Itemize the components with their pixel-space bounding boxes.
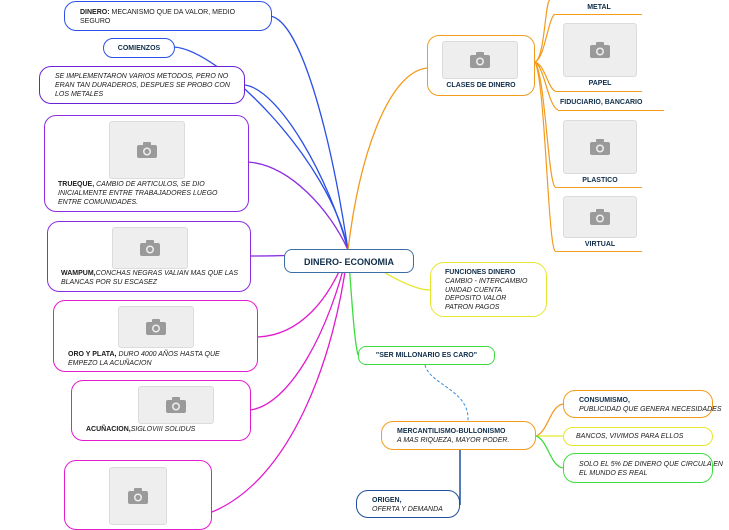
node-clases-title: CLASES DE DINERO	[446, 82, 516, 89]
central-topic[interactable]: DINERO- ECONOMIA	[284, 249, 414, 273]
node-metodos-text: SE IMPLEMENTARON VARIOS METODOS, PERO NO…	[55, 73, 230, 98]
clase-item-virtual[interactable]: VIRTUAL	[584, 241, 616, 248]
node-trueque-title: TRUEQUE,	[58, 181, 95, 188]
node-clases[interactable]: CLASES DE DINERO	[427, 35, 535, 96]
clase-item-fiduciario[interactable]: FIDUCIARIO, BANCARIO	[560, 99, 643, 106]
mind-map-canvas: DINERO- ECONOMIA DINERO: MECANISMO QUE D…	[39, 0, 723, 530]
node-mercantilismo[interactable]: MERCANTILISMO-BULLONISMO A MAS RIQUEZA, …	[381, 421, 536, 450]
node-wampum-title: WAMPUM,	[61, 270, 96, 277]
link-dinero	[269, 15, 349, 251]
funciones-line-2: UNIDAD CUENTA	[445, 287, 503, 294]
node-trueque[interactable]: TRUEQUE, CAMBIO DE ARTICULOS, SE DIO INI…	[44, 115, 249, 212]
camera-icon	[590, 209, 610, 225]
link-last	[211, 249, 349, 513]
central-topic-label: DINERO- ECONOMIA	[304, 257, 394, 267]
node-origen-text: OFERTA Y DEMANDA	[372, 506, 443, 513]
camera-icon	[470, 52, 490, 68]
camera-icon	[590, 42, 610, 58]
node-wampum[interactable]: WAMPUM,CONCHAS NEGRAS VALIAN MAS QUE LAS…	[47, 221, 251, 292]
node-funciones[interactable]: FUNCIONES DINERO CAMBIO - INTERCAMBIO UN…	[430, 262, 547, 317]
camera-icon	[128, 488, 148, 504]
node-oro-plata[interactable]: ORO Y PLATA, DURO 4000 AÑOS HASTA QUE EM…	[53, 300, 258, 372]
link-clases	[347, 67, 428, 251]
funciones-line-4: PATRON PAGOS	[445, 304, 500, 311]
node-wampum-image	[112, 227, 188, 269]
node-consumismo-title: CONSUMISMO,	[579, 397, 630, 404]
clase-item-plastico[interactable]: PLASTICO	[582, 177, 618, 184]
node-acunacion-image	[138, 386, 214, 424]
node-wampum-text: CONCHAS NEGRAS VALIAN MAS QUE LAS BLANCA…	[61, 270, 238, 286]
link-dashed	[424, 364, 469, 422]
clase-item-papel[interactable]: PAPEL	[588, 80, 612, 87]
node-metodos[interactable]: SE IMPLEMENTARON VARIOS METODOS, PERO NO…	[39, 66, 245, 104]
node-trueque-text: CAMBIO DE ARTICULOS, SE DIO INICIALMENTE…	[58, 181, 218, 206]
node-solo-5[interactable]: SOLO EL 5% DE DINERO QUE CIRCULA EN EL M…	[563, 453, 723, 483]
camera-icon	[166, 397, 186, 413]
node-mercantilismo-text: A MAS RIQUEZA, MAYOR PODER.	[397, 437, 510, 444]
node-funciones-title: FUNCIONES DINERO	[445, 269, 516, 276]
node-bancos[interactable]: BANCOS, VIVIMOS PARA ELLOS	[563, 427, 713, 446]
node-bancos-text: BANCOS, VIVIMOS PARA ELLOS	[576, 433, 684, 440]
node-oro-image	[118, 306, 194, 348]
clase-plastico-image	[563, 120, 637, 174]
camera-icon	[140, 240, 160, 256]
camera-icon	[590, 139, 610, 155]
node-trueque-image	[109, 121, 185, 179]
node-acunacion-text: SIGLOVIII SOLIDUS	[130, 426, 196, 433]
node-oro-text: DURO 4000 AÑOS HASTA QUE EMPEZO LA ACUÑA…	[68, 351, 220, 367]
node-millonario-label: "SER MILLONARIO ES CARO"	[375, 352, 478, 359]
clase-item-metal[interactable]: METAL	[587, 4, 611, 11]
node-oro-title: ORO Y PLATA,	[68, 351, 117, 358]
node-origen-title: ORIGEN,	[372, 497, 402, 504]
node-mercantilismo-title: MERCANTILISMO-BULLONISMO	[397, 428, 506, 435]
node-consumismo[interactable]: CONSUMISMO, PUBLICIDAD QUE GENERA NECESI…	[563, 390, 722, 418]
node-origen[interactable]: ORIGEN, OFERTA Y DEMANDA	[356, 490, 460, 518]
node-acunacion-title: ACUÑACION,	[86, 426, 131, 433]
link-acunacion	[249, 249, 349, 411]
node-partial-bottom[interactable]	[64, 460, 212, 530]
node-comienzos-title: COMIENZOS	[117, 45, 161, 52]
node-partial-image	[109, 467, 167, 525]
funciones-line-1: CAMBIO - INTERCAMBIO	[445, 278, 528, 285]
link-trueque	[247, 161, 349, 251]
node-acunacion[interactable]: ACUÑACION,SIGLOVIII SOLIDUS	[71, 380, 251, 441]
clase-virtual-image	[563, 196, 637, 238]
node-comienzos[interactable]: COMIENZOS	[103, 38, 175, 58]
node-clases-image	[442, 41, 518, 79]
node-consumismo-text: PUBLICIDAD QUE GENERA NECESIDADES	[579, 406, 722, 413]
node-solo-5-text: SOLO EL 5% DE DINERO QUE CIRCULA EN EL M…	[579, 461, 723, 477]
link-metodos	[244, 84, 349, 251]
funciones-line-3: DEPOSITO VALOR	[445, 295, 507, 302]
node-millonario[interactable]: "SER MILLONARIO ES CARO"	[358, 346, 495, 365]
clase-papel-image	[563, 23, 637, 77]
node-dinero[interactable]: DINERO: MECANISMO QUE DA VALOR, MEDIO SE…	[64, 1, 272, 31]
camera-icon	[137, 142, 157, 158]
node-dinero-title: DINERO:	[80, 9, 110, 16]
node-dinero-text: MECANISMO QUE DA VALOR, MEDIO SEGURO	[80, 9, 236, 25]
camera-icon	[146, 319, 166, 335]
